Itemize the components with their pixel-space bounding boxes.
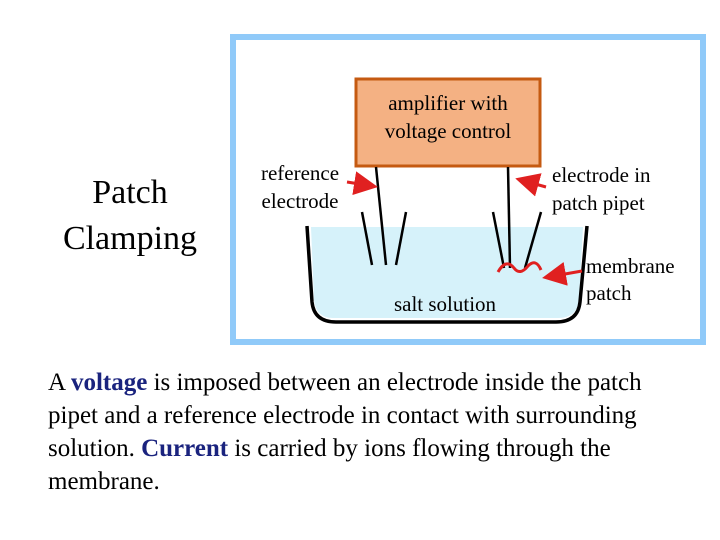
slide-title: Patch Clamping — [40, 170, 220, 262]
solution-container — [305, 225, 589, 324]
membrane-patch — [496, 261, 543, 273]
solution-label: salt solution — [394, 292, 497, 316]
description-text-2: is imposed between an electrode inside t… — [48, 369, 642, 462]
keyword-voltage: voltage — [70, 369, 148, 396]
description-text-3: is carried by ions flowing through the m… — [48, 435, 611, 495]
slide-title-line-1: Patch — [92, 174, 168, 211]
slide-title-line-2: Clamping — [62, 220, 198, 257]
membrane-arrow — [542, 262, 583, 286]
amplifier-label-line-2: voltage control — [385, 119, 512, 143]
patch-pipet — [491, 166, 543, 269]
membrane-label-line-2: patch — [586, 281, 632, 305]
reference-label-line-1: reference — [261, 161, 339, 185]
amplifier-box — [354, 77, 542, 168]
amplifier-label-line-1: amplifier with — [388, 91, 508, 115]
pipet-label-line-2: patch pipet — [552, 191, 645, 215]
reference-label-line-2: electrode — [262, 189, 339, 213]
membrane-label-line-1: membrane — [586, 254, 675, 278]
reference-arrow — [346, 171, 378, 196]
keyword-current: Current — [141, 435, 229, 462]
pipet-label-line-1: electrode in — [552, 163, 651, 187]
description-text-1: A — [48, 369, 71, 396]
pipet-arrow — [515, 173, 547, 197]
description-paragraph: A voltage is imposed between an electrod… — [48, 366, 688, 498]
salt-solution — [311, 227, 583, 318]
